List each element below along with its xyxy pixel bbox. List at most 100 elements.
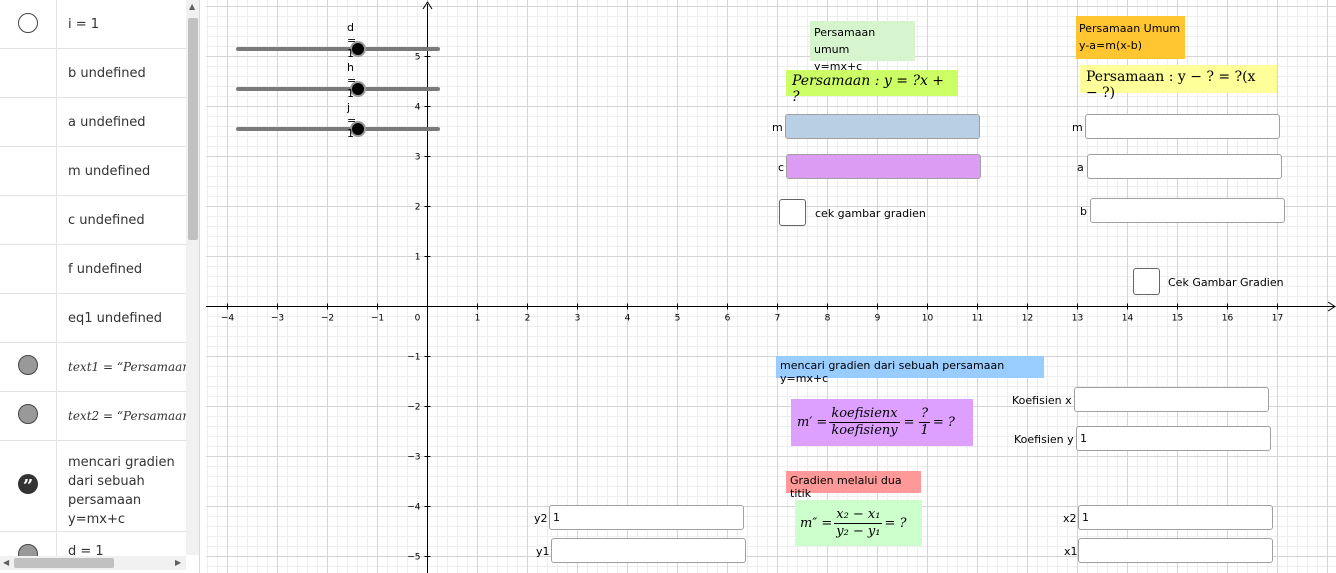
cek-gambar-gradien-2-checkbox[interactable] xyxy=(1133,268,1160,295)
checkbox-label: cek gambar gradien xyxy=(815,207,926,220)
persamaan-umum-box: Persamaan umum y=mx+c xyxy=(810,21,915,73)
tick-label: −5 xyxy=(407,553,420,563)
cek-gambar-gradien-checkbox[interactable] xyxy=(779,199,806,226)
gradien-dua-titik-banner: Gradien melalui dua titik xyxy=(786,471,921,500)
slider-label: d = 1 xyxy=(347,21,357,60)
algebra-vertical-scrollbar[interactable]: ▲ xyxy=(186,0,199,555)
y2-input[interactable]: 1 xyxy=(549,505,744,530)
c-input[interactable] xyxy=(786,154,981,179)
tick-label: −2 xyxy=(321,314,334,324)
algebra-item-text1[interactable]: text1 = “Persamaan xyxy=(0,343,186,392)
algebra-item-m[interactable]: m undefined xyxy=(0,147,186,196)
x-axis-arrow-icon xyxy=(1327,301,1336,312)
tick-label: 17 xyxy=(1272,314,1283,324)
koefisien-y-input[interactable]: 1 xyxy=(1076,426,1271,451)
algebra-item-c[interactable]: c undefined xyxy=(0,196,186,245)
algebra-item-text: mencari gradien dari sebuah persamaan y=… xyxy=(68,455,175,527)
tick-label: 13 xyxy=(1072,314,1083,324)
algebra-item-text: d = 1 xyxy=(68,544,104,559)
algebra-item-f[interactable]: f undefined xyxy=(0,245,186,294)
tick-label: 12 xyxy=(1022,314,1033,324)
tick-label: 10 xyxy=(922,314,934,324)
tick-label: 3 xyxy=(415,153,421,163)
slider-track[interactable] xyxy=(236,87,440,91)
tick-label: 8 xyxy=(825,314,831,324)
y1-input[interactable] xyxy=(551,538,746,563)
scroll-left-arrow-icon[interactable]: ◀ xyxy=(3,558,10,567)
algebra-item-a[interactable]: a undefined xyxy=(0,98,186,147)
tick-label: 7 xyxy=(775,314,781,324)
m-input[interactable] xyxy=(785,114,980,139)
tick-label: 2 xyxy=(525,314,531,324)
tick-label: 0 xyxy=(415,314,421,324)
tick-label: −3 xyxy=(271,314,284,324)
mencari-gradien-banner: mencari gradien dari sebuah persamaan y=… xyxy=(776,356,1044,385)
input-label-m2: m xyxy=(1072,121,1083,134)
slider-knob[interactable] xyxy=(350,41,366,57)
koefisien-x-input[interactable] xyxy=(1074,387,1269,412)
tick-label: −4 xyxy=(407,503,421,513)
checkbox-label: Cek Gambar Gradien xyxy=(1168,276,1284,289)
scroll-up-arrow-icon[interactable]: ▲ xyxy=(189,2,196,11)
visibility-toggle-icon[interactable] xyxy=(18,404,38,424)
slider-label: j = 1 xyxy=(347,101,357,140)
algebra-item-text2[interactable]: text2 = “Persamaan xyxy=(0,392,186,441)
persamaan-umum-2-box: Persamaan Umum y-a=m(x-b) xyxy=(1076,16,1185,59)
tick-label: 5 xyxy=(675,314,681,324)
algebra-item-text: b undefined xyxy=(68,65,146,81)
algebra-item-text3[interactable]: ” mencari gradien dari sebuah persamaan … xyxy=(0,441,186,532)
input-label-c: c xyxy=(778,161,785,174)
x1-input[interactable] xyxy=(1078,538,1273,563)
visibility-toggle-icon[interactable] xyxy=(18,355,38,375)
tick-label: −1 xyxy=(407,353,420,363)
visibility-toggle-icon[interactable] xyxy=(18,13,38,33)
a-input[interactable] xyxy=(1087,154,1282,179)
algebra-item-text: m undefined xyxy=(68,163,151,179)
slider-knob[interactable] xyxy=(350,81,366,97)
formula-point-slope: Persamaan : y − ? = ?(x − ?) xyxy=(1080,65,1277,101)
slider-track[interactable] xyxy=(236,47,440,51)
tick-label: 4 xyxy=(415,103,421,113)
tick-label: 6 xyxy=(725,314,731,324)
slider-knob[interactable] xyxy=(350,121,366,137)
input-label-b: b xyxy=(1080,205,1087,218)
tick-label: 2 xyxy=(415,203,421,213)
tick-label: −3 xyxy=(407,453,420,463)
quote-icon[interactable]: ” xyxy=(18,474,38,497)
slider-track[interactable] xyxy=(236,127,440,131)
tick-label: 3 xyxy=(575,314,581,324)
scroll-right-arrow-icon[interactable]: ▶ xyxy=(175,558,182,567)
tick-label: 4 xyxy=(625,314,631,324)
algebra-item-i[interactable]: i = 1 xyxy=(0,0,186,49)
tick-label: 14 xyxy=(1122,314,1134,324)
tick-label: 11 xyxy=(972,314,983,324)
b-input[interactable] xyxy=(1090,198,1285,223)
algebra-horizontal-scrollbar[interactable]: ◀ ▶ xyxy=(0,556,186,570)
algebra-item-text: a undefined xyxy=(68,114,146,130)
input-label-m: m xyxy=(772,121,783,134)
scrollbar-thumb[interactable] xyxy=(14,558,114,568)
tick-label: 1 xyxy=(415,253,421,263)
scrollbar-thumb[interactable] xyxy=(188,18,198,240)
input-label-koefisien-x: Koefisien x xyxy=(1012,394,1072,407)
tick-label: 5 xyxy=(415,53,421,63)
m2-input[interactable] xyxy=(1085,114,1280,139)
input-label-y1: y1 xyxy=(536,545,550,558)
slider-label: h = 1 xyxy=(347,61,357,100)
algebra-item-text: i = 1 xyxy=(68,16,100,32)
y-axis-arrow-icon xyxy=(422,1,433,10)
algebra-item-text: text2 = “Persamaan xyxy=(68,409,186,423)
input-label-y2: y2 xyxy=(534,512,548,525)
algebra-view: i = 1 b undefined a undefined m undefine… xyxy=(0,0,200,573)
algebra-item-text: f undefined xyxy=(68,261,143,277)
algebra-item-text: c undefined xyxy=(68,212,145,228)
algebra-item-b[interactable]: b undefined xyxy=(0,49,186,98)
algebra-item-text: text1 = “Persamaan xyxy=(68,360,186,374)
x2-input[interactable]: 1 xyxy=(1078,505,1273,530)
tick-label: −4 xyxy=(221,314,235,324)
algebra-item-eq1[interactable]: eq1 undefined xyxy=(0,294,186,343)
